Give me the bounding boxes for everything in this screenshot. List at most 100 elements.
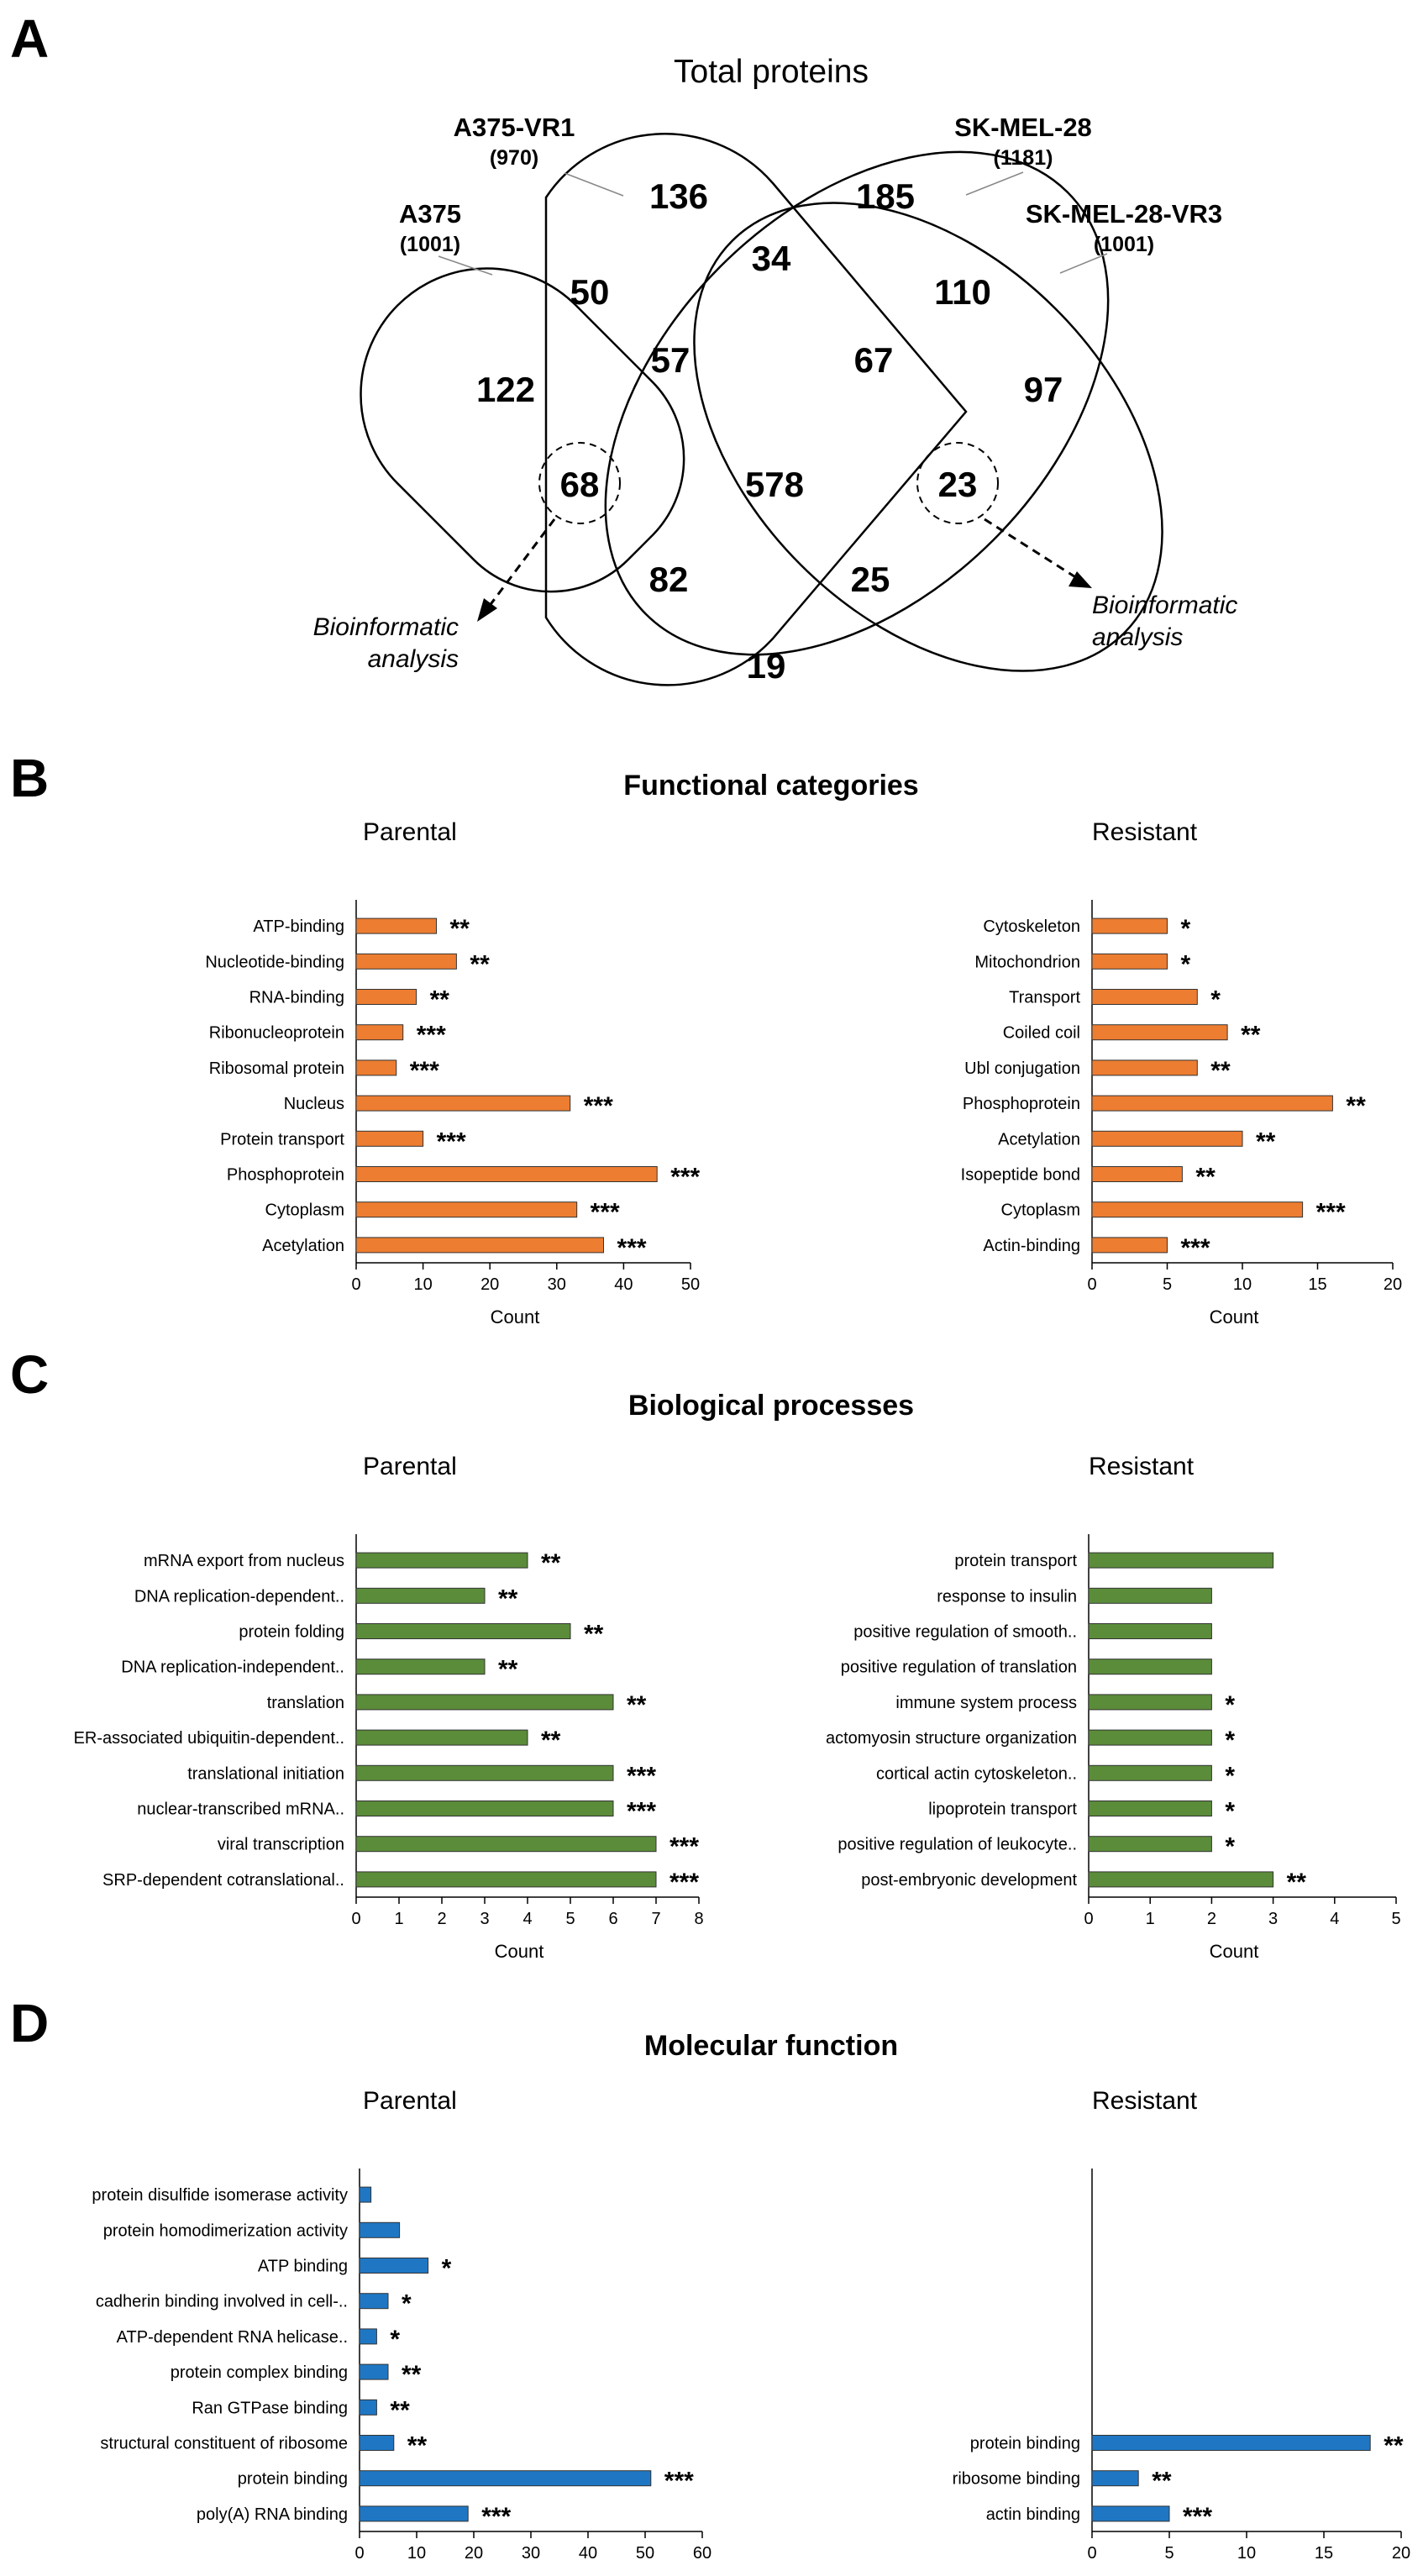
significance-label: *** — [670, 1164, 700, 1191]
significance-label: ** — [541, 1549, 561, 1577]
x-tick-label: 20 — [1392, 2544, 1410, 2563]
x-tick-label: 30 — [548, 1275, 566, 1294]
region-count: 110 — [934, 272, 991, 312]
x-tick-label: 2 — [1207, 1910, 1216, 1928]
category-label: post-embryonic development — [861, 1871, 1077, 1890]
set-name-a375-vr1: A375-VR1 — [454, 113, 575, 142]
bar — [1091, 2435, 1371, 2451]
region-count: 25 — [851, 560, 890, 599]
x-tick-label: 30 — [522, 2544, 540, 2563]
category-label: Protein transport — [220, 1130, 344, 1149]
bar — [1088, 1694, 1212, 1711]
bar — [355, 1095, 571, 1112]
bar — [355, 953, 457, 970]
x-tick-label: 8 — [694, 1910, 703, 1928]
significance-label: *** — [410, 1057, 439, 1085]
venn-diagram — [360, 133, 1163, 686]
bar — [355, 1587, 486, 1604]
venn-leaders — [438, 171, 1108, 276]
category-label: translational initiation — [187, 1764, 344, 1783]
bar — [355, 989, 417, 1005]
category-label: Acetylation — [262, 1237, 344, 1255]
x-tick-label: 6 — [608, 1910, 617, 1928]
significance-label: ** — [430, 986, 450, 1014]
bar — [1088, 1587, 1212, 1604]
significance-label: ** — [584, 1621, 604, 1648]
bar — [359, 2470, 652, 2487]
chart-title: Parental — [363, 2087, 457, 2115]
x-tick-label: 0 — [351, 1910, 360, 1928]
category-label: Phosphoprotein — [963, 1095, 1080, 1113]
section-title-d: Molecular function — [644, 2030, 898, 2062]
x-tick-label: 0 — [1084, 1910, 1093, 1928]
significance-label: * — [1225, 1798, 1235, 1826]
bar — [359, 2399, 377, 2416]
bar — [359, 2221, 401, 2238]
bar — [1091, 2505, 1170, 2522]
region-count: 122 — [476, 370, 535, 409]
chart-b-resistant: ResistantCytoskeleton*Mitochondrion*Tran… — [961, 818, 1402, 1327]
bar — [1091, 1201, 1304, 1218]
bar — [1091, 1166, 1183, 1182]
significance-label: *** — [669, 1869, 699, 1896]
section-title-c: Biological processes — [628, 1390, 914, 1422]
category-label: Acetylation — [998, 1130, 1080, 1149]
annotation-right-line1: Bioinformatic — [1092, 591, 1237, 619]
category-label: protein folding — [239, 1623, 344, 1642]
category-label: actin binding — [986, 2505, 1080, 2524]
set-name-sk-mel-28: SK-MEL-28 — [954, 113, 1092, 142]
bar — [355, 1130, 424, 1147]
bar — [1088, 1801, 1212, 1816]
significance-label: *** — [481, 2503, 511, 2531]
category-label: Cytoskeleton — [983, 917, 1080, 936]
region-count: 57 — [651, 340, 690, 380]
x-tick-label: 50 — [636, 2544, 654, 2563]
significance-label: ** — [1195, 1164, 1216, 1191]
category-label: protein disulfide isomerase activity — [92, 2186, 348, 2205]
x-axis-title: Count — [495, 1941, 544, 1962]
venn-arrows — [487, 518, 1078, 607]
set-name-a375: A375 — [399, 199, 461, 229]
category-label: cadherin binding involved in cell-.. — [96, 2293, 348, 2311]
section-title-b: Functional categories — [623, 770, 918, 802]
significance-label: ** — [390, 2396, 410, 2424]
significance-label: * — [1225, 1833, 1235, 1861]
significance-label: * — [1225, 1727, 1235, 1754]
category-label: ER-associated ubiquitin-dependent.. — [74, 1729, 344, 1748]
venn-set-a375-vr1 — [544, 133, 968, 686]
x-tick-label: 0 — [1087, 1275, 1096, 1294]
x-tick-label: 40 — [579, 2544, 597, 2563]
category-label: ATP binding — [258, 2258, 348, 2276]
category-label: protein binding — [238, 2470, 348, 2489]
x-axis-title: Count — [491, 1306, 540, 1327]
significance-label: * — [1225, 1762, 1235, 1790]
annotation-left-line1: Bioinformatic — [313, 613, 459, 641]
x-tick-label: 20 — [480, 1275, 499, 1294]
region-count: 50 — [570, 272, 610, 312]
category-label: protein complex binding — [171, 2363, 348, 2382]
x-tick-label: 4 — [1330, 1910, 1339, 1928]
bar — [1091, 1130, 1243, 1147]
venn-set-a375 — [360, 267, 685, 593]
x-tick-label: 10 — [407, 2544, 426, 2563]
significance-label: ** — [627, 1691, 647, 1719]
category-label: DNA replication-independent.. — [121, 1659, 344, 1677]
bar — [1088, 1552, 1274, 1569]
significance-label: ** — [1346, 1092, 1366, 1120]
significance-label: *** — [1316, 1199, 1346, 1227]
venn-set-sk-mel-28 — [604, 150, 1110, 656]
significance-label: *** — [1183, 2503, 1212, 2531]
category-label: Coiled coil — [1003, 1024, 1080, 1043]
x-tick-label: 5 — [1164, 2544, 1174, 2563]
x-tick-label: 5 — [565, 1910, 575, 1928]
significance-label: ** — [498, 1585, 518, 1612]
category-label: viral transcription — [218, 1836, 344, 1854]
category-label: Transport — [1009, 989, 1080, 1007]
bar — [355, 1801, 614, 1816]
x-tick-label: 0 — [1087, 2544, 1096, 2563]
panel-label-a: A — [10, 8, 49, 69]
category-label: structural constituent of ribosome — [100, 2435, 348, 2453]
